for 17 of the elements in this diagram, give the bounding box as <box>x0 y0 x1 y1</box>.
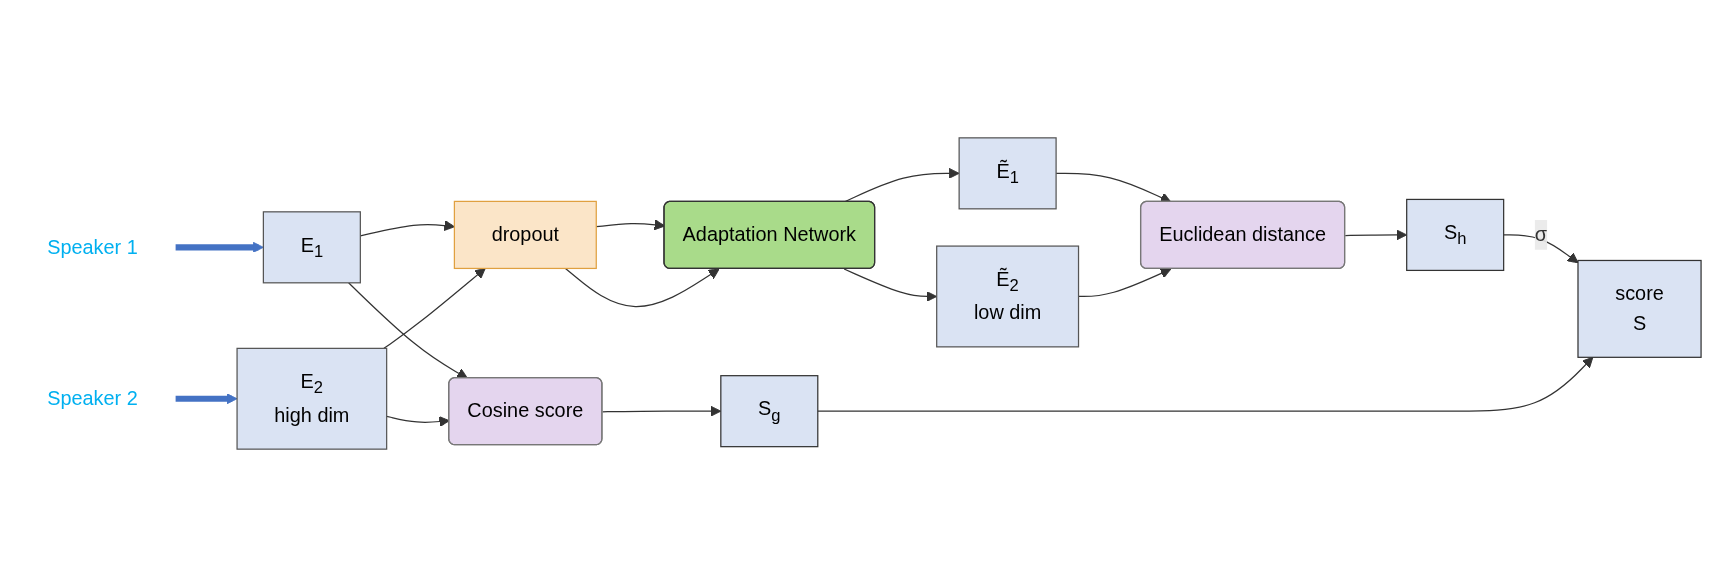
node-box: S$_{h}$ <box>1406 198 1505 271</box>
node-text: Speaker 1 <box>47 236 138 258</box>
arrow <box>564 267 720 308</box>
node-box: E$_{1}$ <box>262 211 361 284</box>
edge-label: σ <box>1534 223 1547 245</box>
node-box: dropout <box>453 200 597 270</box>
node-text: Speaker 2 <box>47 387 138 409</box>
node-box: S$_{g}$ <box>720 375 819 448</box>
node-box: score S <box>1577 259 1702 358</box>
arrow <box>175 393 238 405</box>
node-box: E$_{2}$ high dim <box>236 347 388 450</box>
node-box: Ẽ$_{1}$ <box>958 137 1057 210</box>
arrow <box>817 356 1594 412</box>
arrow <box>347 282 468 379</box>
arrow <box>175 241 264 253</box>
node-box: Ẽ$_{2}$ low dim <box>936 245 1080 348</box>
arrow <box>383 267 486 349</box>
